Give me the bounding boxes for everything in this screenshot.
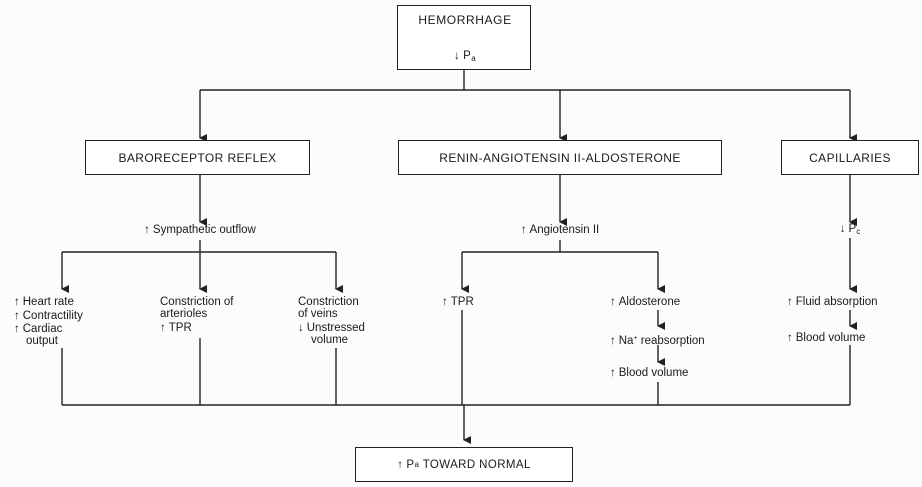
- pa-subscript-bottom: a: [414, 460, 420, 469]
- heart-rate: Heart rate: [14, 296, 74, 309]
- pa-toward-normal-box: Pa TOWARD NORMAL: [355, 447, 573, 482]
- pc-subscript: c: [856, 227, 861, 236]
- constriction-arterioles-line2: arterioles: [160, 308, 208, 320]
- reabsorption-text: reabsorption: [637, 335, 705, 347]
- capillaries-box: CAPILLARIES: [781, 140, 919, 175]
- baro-tpr: TPR: [160, 322, 192, 335]
- constriction-veins-line2: of veins: [298, 308, 338, 320]
- unstressed-volume-line1: Unstressed: [298, 322, 365, 335]
- renin-blood-volume: Blood volume: [610, 367, 689, 380]
- cardiac-output-line2: output: [26, 335, 58, 347]
- hemorrhage-box: HEMORRHAGE Pa: [397, 5, 531, 70]
- baroreceptor-reflex-label: BARORECEPTOR REFLEX: [118, 150, 277, 165]
- fluid-absorption: Fluid absorption: [787, 296, 878, 309]
- renin-tpr: TPR: [442, 296, 474, 309]
- renin-angiotensin-box: RENIN-ANGIOTENSIN II-ALDOSTERONE: [398, 140, 722, 175]
- constriction-veins-line1: Constriction: [298, 296, 359, 308]
- sodium-symbol: Na: [618, 335, 634, 347]
- pc-symbol: P: [848, 223, 857, 235]
- toward-normal-text: TOWARD NORMAL: [419, 458, 531, 471]
- constriction-arterioles-line1: Constriction of: [160, 296, 234, 308]
- contractility: Contractility: [14, 310, 83, 323]
- pa-subscript: a: [471, 54, 477, 63]
- sympathetic-outflow: Sympathetic outflow: [144, 224, 256, 237]
- renin-angiotensin-label: RENIN-ANGIOTENSIN II-ALDOSTERONE: [439, 150, 681, 165]
- sodium-charge: +: [633, 335, 638, 342]
- cardiac-output-line1: Cardiac: [14, 323, 63, 336]
- arterial-pressure-decrease: Pa: [454, 50, 476, 65]
- sodium-reabsorption: Na+ reabsorption: [610, 332, 705, 348]
- capillary-blood-volume: Blood volume: [787, 332, 866, 345]
- unstressed-volume-line2: volume: [311, 334, 349, 346]
- angiotensin-ii: Angiotensin II: [521, 224, 600, 237]
- capillaries-label: CAPILLARIES: [809, 150, 891, 165]
- pa-symbol-bottom: P: [406, 458, 415, 471]
- aldosterone: Aldosterone: [610, 296, 680, 309]
- capillary-pressure: Pc: [840, 223, 861, 238]
- pa-symbol: P: [463, 50, 472, 62]
- baroreceptor-reflex-box: BARORECEPTOR REFLEX: [85, 140, 310, 175]
- hemorrhage-title: HEMORRHAGE: [418, 13, 512, 27]
